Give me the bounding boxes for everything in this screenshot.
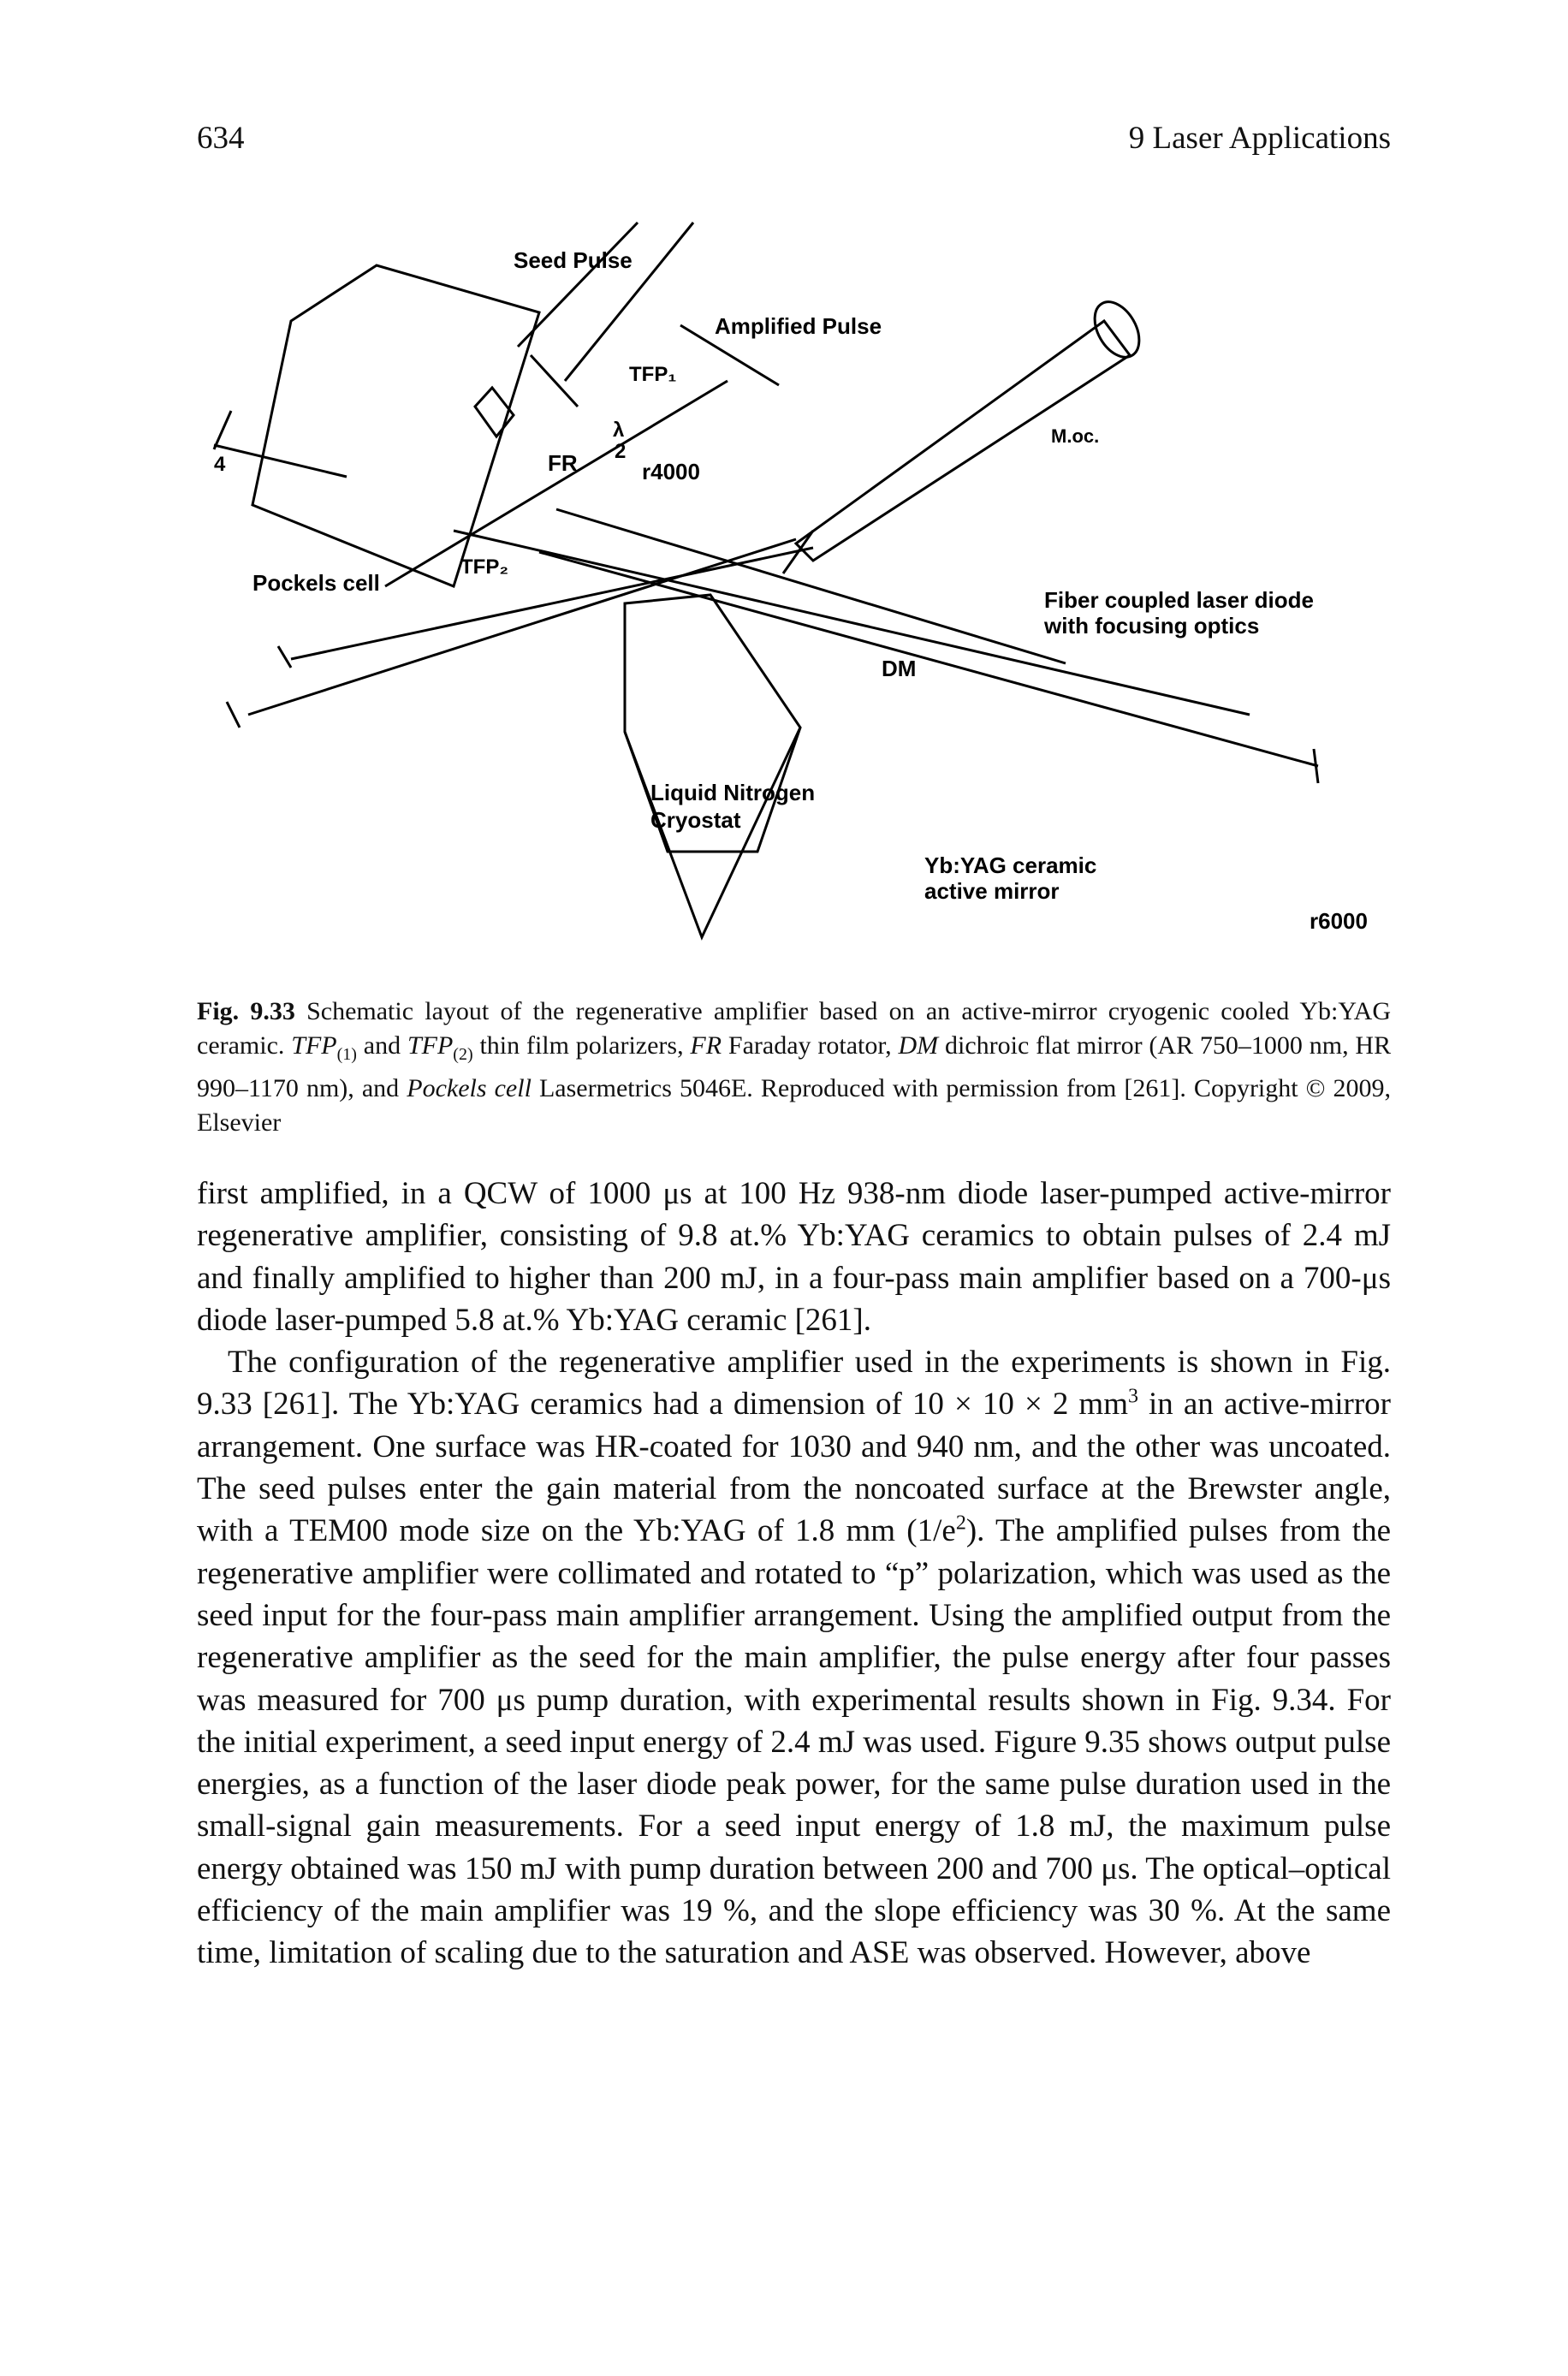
beam-line-3 xyxy=(538,550,1319,768)
label-tfp1: TFP₁ xyxy=(629,363,676,386)
page-number: 634 xyxy=(197,121,245,156)
label-two: 2 xyxy=(615,440,626,463)
schematic-diagram: Seed Pulse Amplified Pulse TFP₁ λ 2 4 FR… xyxy=(212,221,1368,941)
caption-tfp-2: TFP xyxy=(407,1031,454,1060)
label-ybyag-line2: active mirror xyxy=(924,878,1060,904)
paragraph-2-b: in an active-mirror arrangement. One sur… xyxy=(197,1387,1391,1549)
beam-line-5 xyxy=(555,508,1066,665)
label-fiber-line1: Fiber coupled laser diode xyxy=(1044,587,1314,613)
caption-part5: Lasermetrics 5046E. Reproduced with perm… xyxy=(197,1074,1392,1137)
beam-line-4 xyxy=(453,529,1250,716)
chapter-title: 9 Laser Applications xyxy=(1128,121,1391,156)
caption-dm: DM xyxy=(898,1031,939,1060)
label-fiber-line2: with focusing optics xyxy=(1043,613,1259,639)
beam-line-2 xyxy=(290,546,814,661)
paragraph-1: first amplified, in a QCW of 1000 μs at … xyxy=(197,1176,1391,1338)
paragraph-2: The configuration of the regenerative am… xyxy=(197,1341,1391,1974)
half-wave-plate xyxy=(529,353,579,408)
dichroic-mirror xyxy=(781,530,815,574)
figure-schematic: Seed Pulse Amplified Pulse TFP₁ λ 2 4 FR… xyxy=(197,201,1391,989)
paragraph-2-sup2: 2 xyxy=(955,1512,966,1535)
label-amplified-pulse: Amplified Pulse xyxy=(715,313,882,339)
caption-sub2: (2) xyxy=(453,1045,473,1064)
body-text: first amplified, in a QCW of 1000 μs at … xyxy=(197,1173,1391,1975)
caption-sub1: (1) xyxy=(336,1045,357,1064)
caption-part2: thin film polarizers, xyxy=(479,1031,684,1060)
amplified-pulse-arrow xyxy=(680,324,780,387)
label-tfp2: TFP₂ xyxy=(460,555,508,579)
caption-fr: FR xyxy=(690,1031,722,1060)
figure-caption: Fig. 9.33 Schematic layout of the regene… xyxy=(197,995,1391,1140)
label-ybyag-line1: Yb:YAG ceramic xyxy=(924,852,1096,878)
label-cryostat-line1: Liquid Nitrogen xyxy=(650,780,815,805)
page-header: 634 9 Laser Applications xyxy=(197,120,1391,171)
label-dm: DM xyxy=(882,656,916,681)
label-r6000: r6000 xyxy=(1310,908,1368,934)
caption-and: and xyxy=(363,1031,401,1060)
liquid-nitrogen-cryostat xyxy=(623,593,802,941)
caption-part3: Faraday rotator, xyxy=(728,1031,892,1060)
caption-tfp-1: TFP xyxy=(291,1031,337,1060)
faraday-rotator xyxy=(473,385,515,439)
caption-label: Fig. 9.33 xyxy=(197,997,295,1025)
left-mirror xyxy=(225,701,241,728)
paragraph-2-a: The configuration of the regenerative am… xyxy=(197,1345,1391,1423)
label-lambda: λ xyxy=(613,419,624,442)
quarter-wave-plate xyxy=(212,410,233,450)
label-fr: FR xyxy=(548,450,578,476)
label-seed-pulse: Seed Pulse xyxy=(514,247,633,273)
beam-line-6 xyxy=(384,379,728,588)
seed-pulse-line-2 xyxy=(563,222,695,382)
paragraph-2-c: ). The amplified pulses from the regener… xyxy=(197,1513,1391,1971)
pockels-cell-box xyxy=(251,264,541,589)
caption-pockels: Pockels cell xyxy=(407,1074,532,1102)
beam-line-1 xyxy=(247,538,797,716)
label-pockels-cell: Pockels cell xyxy=(252,570,380,596)
paragraph-2-sup1: 3 xyxy=(1127,1386,1138,1409)
caption-part1: Schematic layout of the regenerative amp… xyxy=(197,997,1392,1060)
label-cryostat-line2: Cryostat xyxy=(650,807,741,833)
r6000-mirror xyxy=(1312,748,1320,784)
caption-part4: dichroic flat mirror (AR 750–1000 nm, HR… xyxy=(197,1031,1392,1102)
seed-pulse-line-1 xyxy=(516,221,639,348)
label-r4000: r4000 xyxy=(642,459,700,484)
label-four: 4 xyxy=(214,453,226,476)
label-m-oc: M.oc. xyxy=(1051,425,1099,447)
